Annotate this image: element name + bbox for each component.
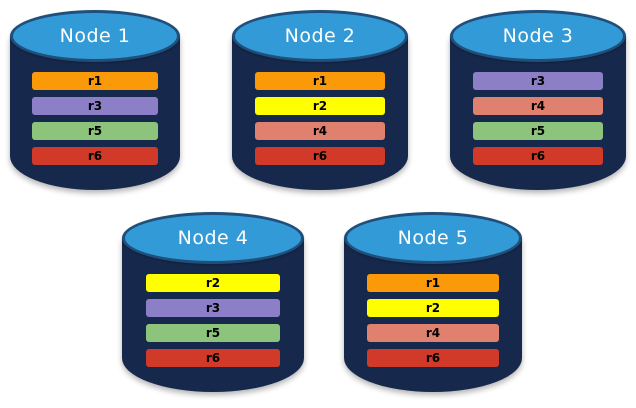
- cylinder-top-ellipse: [232, 10, 408, 62]
- replica-list: r2 r3 r5 r6: [122, 274, 304, 367]
- replica-label: r5: [87, 124, 103, 138]
- replica-label: r3: [530, 74, 546, 88]
- replica-label: r2: [425, 301, 441, 315]
- replica-label: r2: [312, 99, 328, 113]
- replica-bar[interactable]: r3: [472, 72, 604, 90]
- replica-bar[interactable]: r6: [367, 349, 499, 367]
- replica-list: r1 r3 r5 r6: [10, 72, 180, 165]
- cylinder-top-ellipse: [450, 10, 626, 62]
- replica-list: r1 r2 r4 r6: [232, 72, 408, 165]
- replica-label: r5: [205, 326, 221, 340]
- replica-label: r3: [87, 99, 103, 113]
- replica-bar[interactable]: r6: [472, 147, 604, 165]
- replica-label: r6: [205, 351, 221, 365]
- replica-bar[interactable]: r2: [254, 97, 386, 115]
- replica-bar[interactable]: r6: [32, 147, 158, 165]
- replica-bar[interactable]: r3: [32, 97, 158, 115]
- replica-label: r2: [205, 276, 221, 290]
- replica-label: r4: [312, 124, 328, 138]
- replica-label: r5: [530, 124, 546, 138]
- replica-bar[interactable]: r2: [367, 299, 499, 317]
- replica-label: r1: [312, 74, 328, 88]
- replica-label: r1: [87, 74, 103, 88]
- replica-label: r3: [205, 301, 221, 315]
- replica-bar[interactable]: r4: [254, 122, 386, 140]
- replica-label: r6: [87, 149, 103, 163]
- replica-bar[interactable]: r6: [145, 349, 281, 367]
- replica-label: r6: [312, 149, 328, 163]
- replica-label: r6: [425, 351, 441, 365]
- cylinder-top-ellipse: [10, 10, 180, 62]
- replica-label: r6: [530, 149, 546, 163]
- replica-bar[interactable]: r5: [32, 122, 158, 140]
- replica-bar[interactable]: r4: [367, 324, 499, 342]
- replica-label: r1: [425, 276, 441, 290]
- replica-bar[interactable]: r4: [472, 97, 604, 115]
- replica-bar[interactable]: r2: [145, 274, 281, 292]
- cylinder-top-ellipse: [344, 212, 522, 264]
- replica-label: r4: [530, 99, 546, 113]
- replica-bar[interactable]: r6: [254, 147, 386, 165]
- replica-bar[interactable]: r5: [145, 324, 281, 342]
- replica-list: r1 r2 r4 r6: [344, 274, 522, 367]
- replica-bar[interactable]: r1: [32, 72, 158, 90]
- replica-bar[interactable]: r3: [145, 299, 281, 317]
- replica-list: r3 r4 r5 r6: [450, 72, 626, 165]
- replica-bar[interactable]: r1: [254, 72, 386, 90]
- replica-label: r4: [425, 326, 441, 340]
- replica-bar[interactable]: r1: [367, 274, 499, 292]
- replica-bar[interactable]: r5: [472, 122, 604, 140]
- cylinder-top-ellipse: [122, 212, 304, 264]
